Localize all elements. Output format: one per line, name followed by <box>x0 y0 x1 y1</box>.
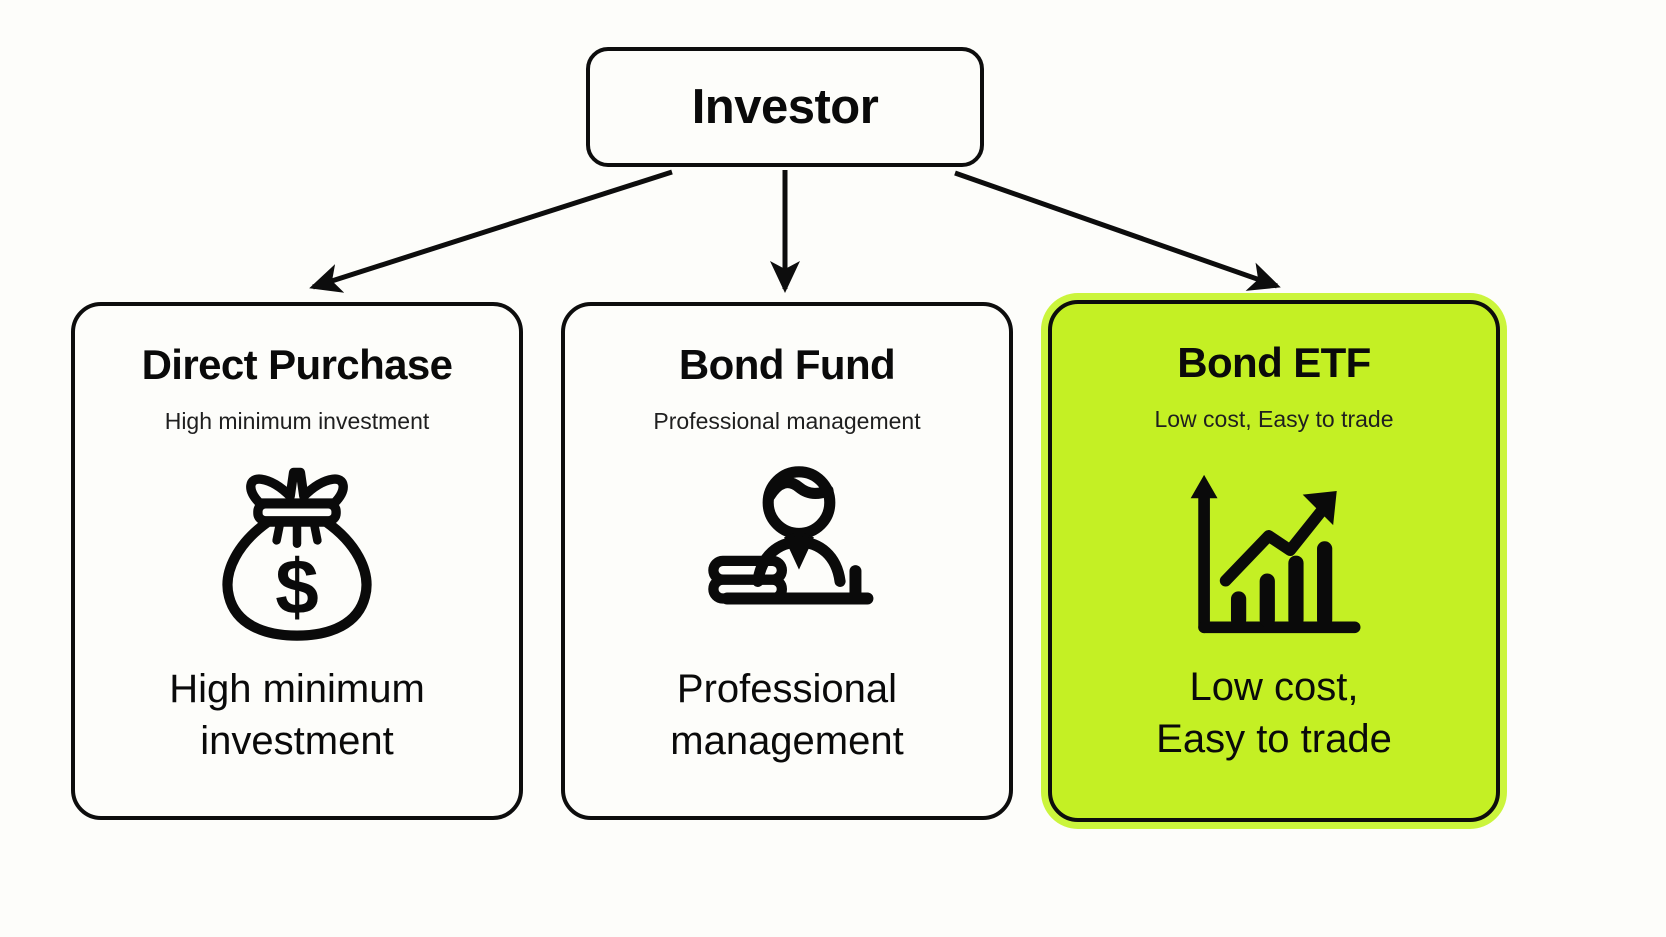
card-direct-purchase[interactable]: Direct Purchase High minimum investment … <box>71 302 523 820</box>
node-investor[interactable]: Investor <box>586 47 984 167</box>
card-direct-purchase-subtitle: High minimum investment <box>164 408 430 434</box>
card-bond-etf-subtitle: Low cost, Easy to trade <box>1154 406 1394 432</box>
card-direct-purchase-title: Direct Purchase <box>141 341 453 388</box>
card-bond-etf[interactable]: Bond ETF Low cost, Easy to trade Low cos… <box>1048 300 1500 822</box>
card-bond-fund[interactable]: Bond Fund Professional management <box>561 302 1013 820</box>
growth-chart-icon <box>1179 457 1369 647</box>
fund-manager-icon <box>687 459 887 649</box>
card-bond-fund-caption: Professional management <box>670 667 904 763</box>
card-bond-etf-title: Bond ETF <box>1177 339 1371 386</box>
arrow-to-bond-etf <box>954 170 1281 291</box>
card-bond-etf-caption: Low cost, Easy to trade <box>1156 665 1392 761</box>
svg-text:$: $ <box>275 543 318 631</box>
money-bag-icon: $ <box>212 459 382 649</box>
card-bond-fund-title: Bond Fund <box>678 341 896 388</box>
node-investor-label: Investor <box>691 79 879 134</box>
card-bond-fund-subtitle: Professional management <box>653 408 921 434</box>
arrow-to-direct-purchase <box>309 169 673 293</box>
card-direct-purchase-caption: High minimum investment <box>169 667 425 763</box>
